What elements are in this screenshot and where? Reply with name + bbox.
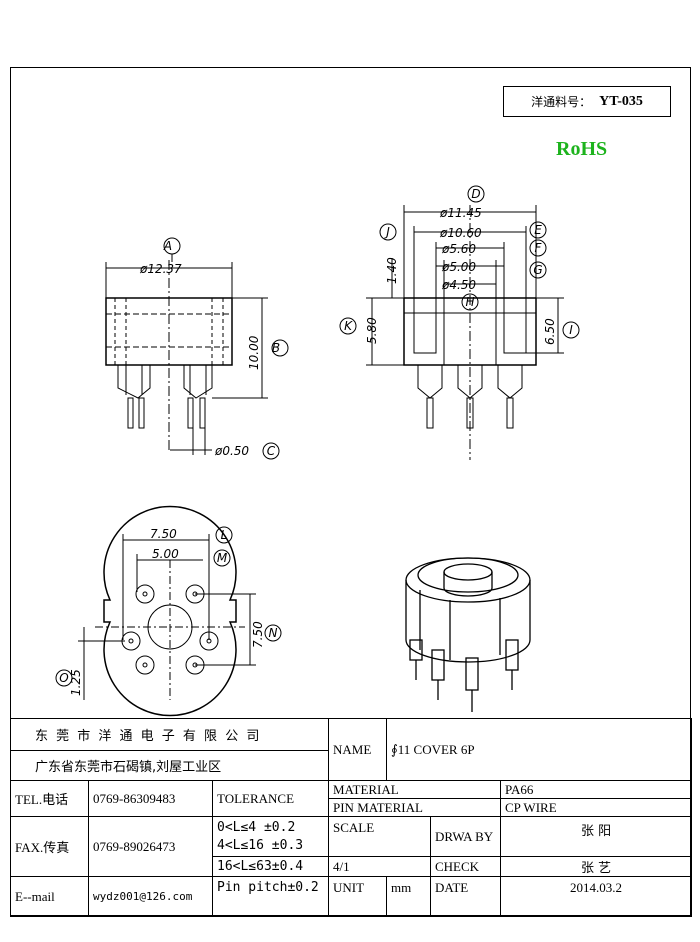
label-M: M (217, 551, 228, 565)
tolerance-4: Pin pitch±0.2 (212, 876, 329, 917)
label-I: I (569, 323, 573, 337)
drawn-by-value: 张 阳 (499, 816, 693, 857)
section-view (339, 185, 580, 460)
check-label: CHECK (430, 856, 501, 877)
dim-5-00-horizontal: 5.00 (152, 547, 179, 561)
unit-value: mm (386, 876, 431, 917)
tolerance-2: 4<L≤16 ±0.3 (217, 837, 304, 853)
title-block: 东 莞 市 洋 通 电 子 有 限 公 司 NAME ∮11 COVER 6P … (10, 718, 693, 917)
dim-1-40: 1.40 (385, 257, 399, 284)
dim-1-25: 1.25 (69, 669, 83, 696)
dim-7-50-vertical: 7.50 (251, 621, 265, 648)
check-value: 张 艺 (499, 856, 693, 877)
email-value: wydz001@126.com (88, 876, 213, 917)
dim-10-60: ø10.60 (439, 226, 482, 240)
unit-label: UNIT (328, 876, 387, 917)
label-L: L (221, 528, 228, 542)
isometric-view (405, 557, 531, 712)
drawn-by-label: DRWA BY (430, 816, 501, 857)
front-view (105, 237, 289, 460)
part-number-value: YT-035 (599, 93, 643, 109)
name-value: ∮11 COVER 6P (385, 718, 693, 781)
dim-11-45: ø11.45 (439, 206, 482, 220)
part-number-box: 洋通料号： YT-035 (503, 86, 671, 117)
material-label: MATERIAL (328, 780, 501, 799)
label-N: N (269, 626, 278, 640)
tel-label: TEL.电话 (10, 780, 89, 817)
part-number-label: 洋通料号： (531, 95, 592, 109)
dim-7-50-horizontal: 7.50 (150, 527, 177, 541)
date-label: DATE (430, 876, 501, 917)
dim-5-60: ø5.60 (441, 242, 476, 256)
rohs-mark: RoHS (556, 138, 608, 160)
label-A: A (163, 239, 172, 253)
tolerance-3: 16<L≤63±0.4 (212, 856, 329, 877)
label-E: E (534, 223, 542, 237)
fax-label: FAX.传真 (10, 816, 89, 877)
scale-label: SCALE (328, 816, 431, 857)
tolerance-label: TOLERANCE (212, 780, 329, 817)
dim-12-37: ø12.37 (139, 262, 182, 276)
label-G: G (533, 263, 542, 277)
scale-value: 4/1 (328, 856, 431, 877)
fax-value: 0769-89026473 (88, 816, 213, 877)
tel-value: 0769-86309483 (88, 780, 213, 817)
label-H: H (465, 295, 474, 309)
dim-0-50: ø0.50 (214, 444, 249, 458)
tolerance-1: 0<L≤4 ±0.2 (217, 819, 296, 835)
label-J: J (384, 225, 390, 239)
label-C: C (267, 444, 276, 458)
label-D: D (471, 187, 480, 201)
date-value: 2014.03.2 (499, 876, 693, 917)
dim-6-50: 6.50 (543, 318, 557, 345)
company-address: 广东省东莞市石碣镇,刘屋工业区 (10, 750, 329, 781)
pin-material-label: PIN MATERIAL (328, 798, 501, 817)
label-F: F (535, 241, 543, 255)
name-label: NAME (328, 718, 387, 781)
label-B: B (272, 341, 280, 355)
pin-material-value: CP WIRE (499, 798, 693, 817)
label-K: K (344, 319, 353, 333)
technical-drawing: A ø12.37 B 10.00 ø0.50 C D ø11.45 E ø10.… (55, 185, 580, 717)
company-name: 东 莞 市 洋 通 电 子 有 限 公 司 (10, 718, 329, 751)
material-value: PA66 (499, 780, 693, 799)
bottom-view (55, 505, 282, 717)
email-label: E--mail (10, 876, 89, 917)
label-O: O (59, 671, 68, 685)
dim-10-00: 10.00 (247, 335, 261, 370)
dim-5-80: 5.80 (365, 317, 379, 344)
tolerance-values: 0<L≤4 ±0.2 4<L≤16 ±0.3 (212, 816, 329, 857)
dim-4-50: ø4.50 (441, 278, 476, 292)
dim-5-00: ø5.00 (441, 260, 476, 274)
